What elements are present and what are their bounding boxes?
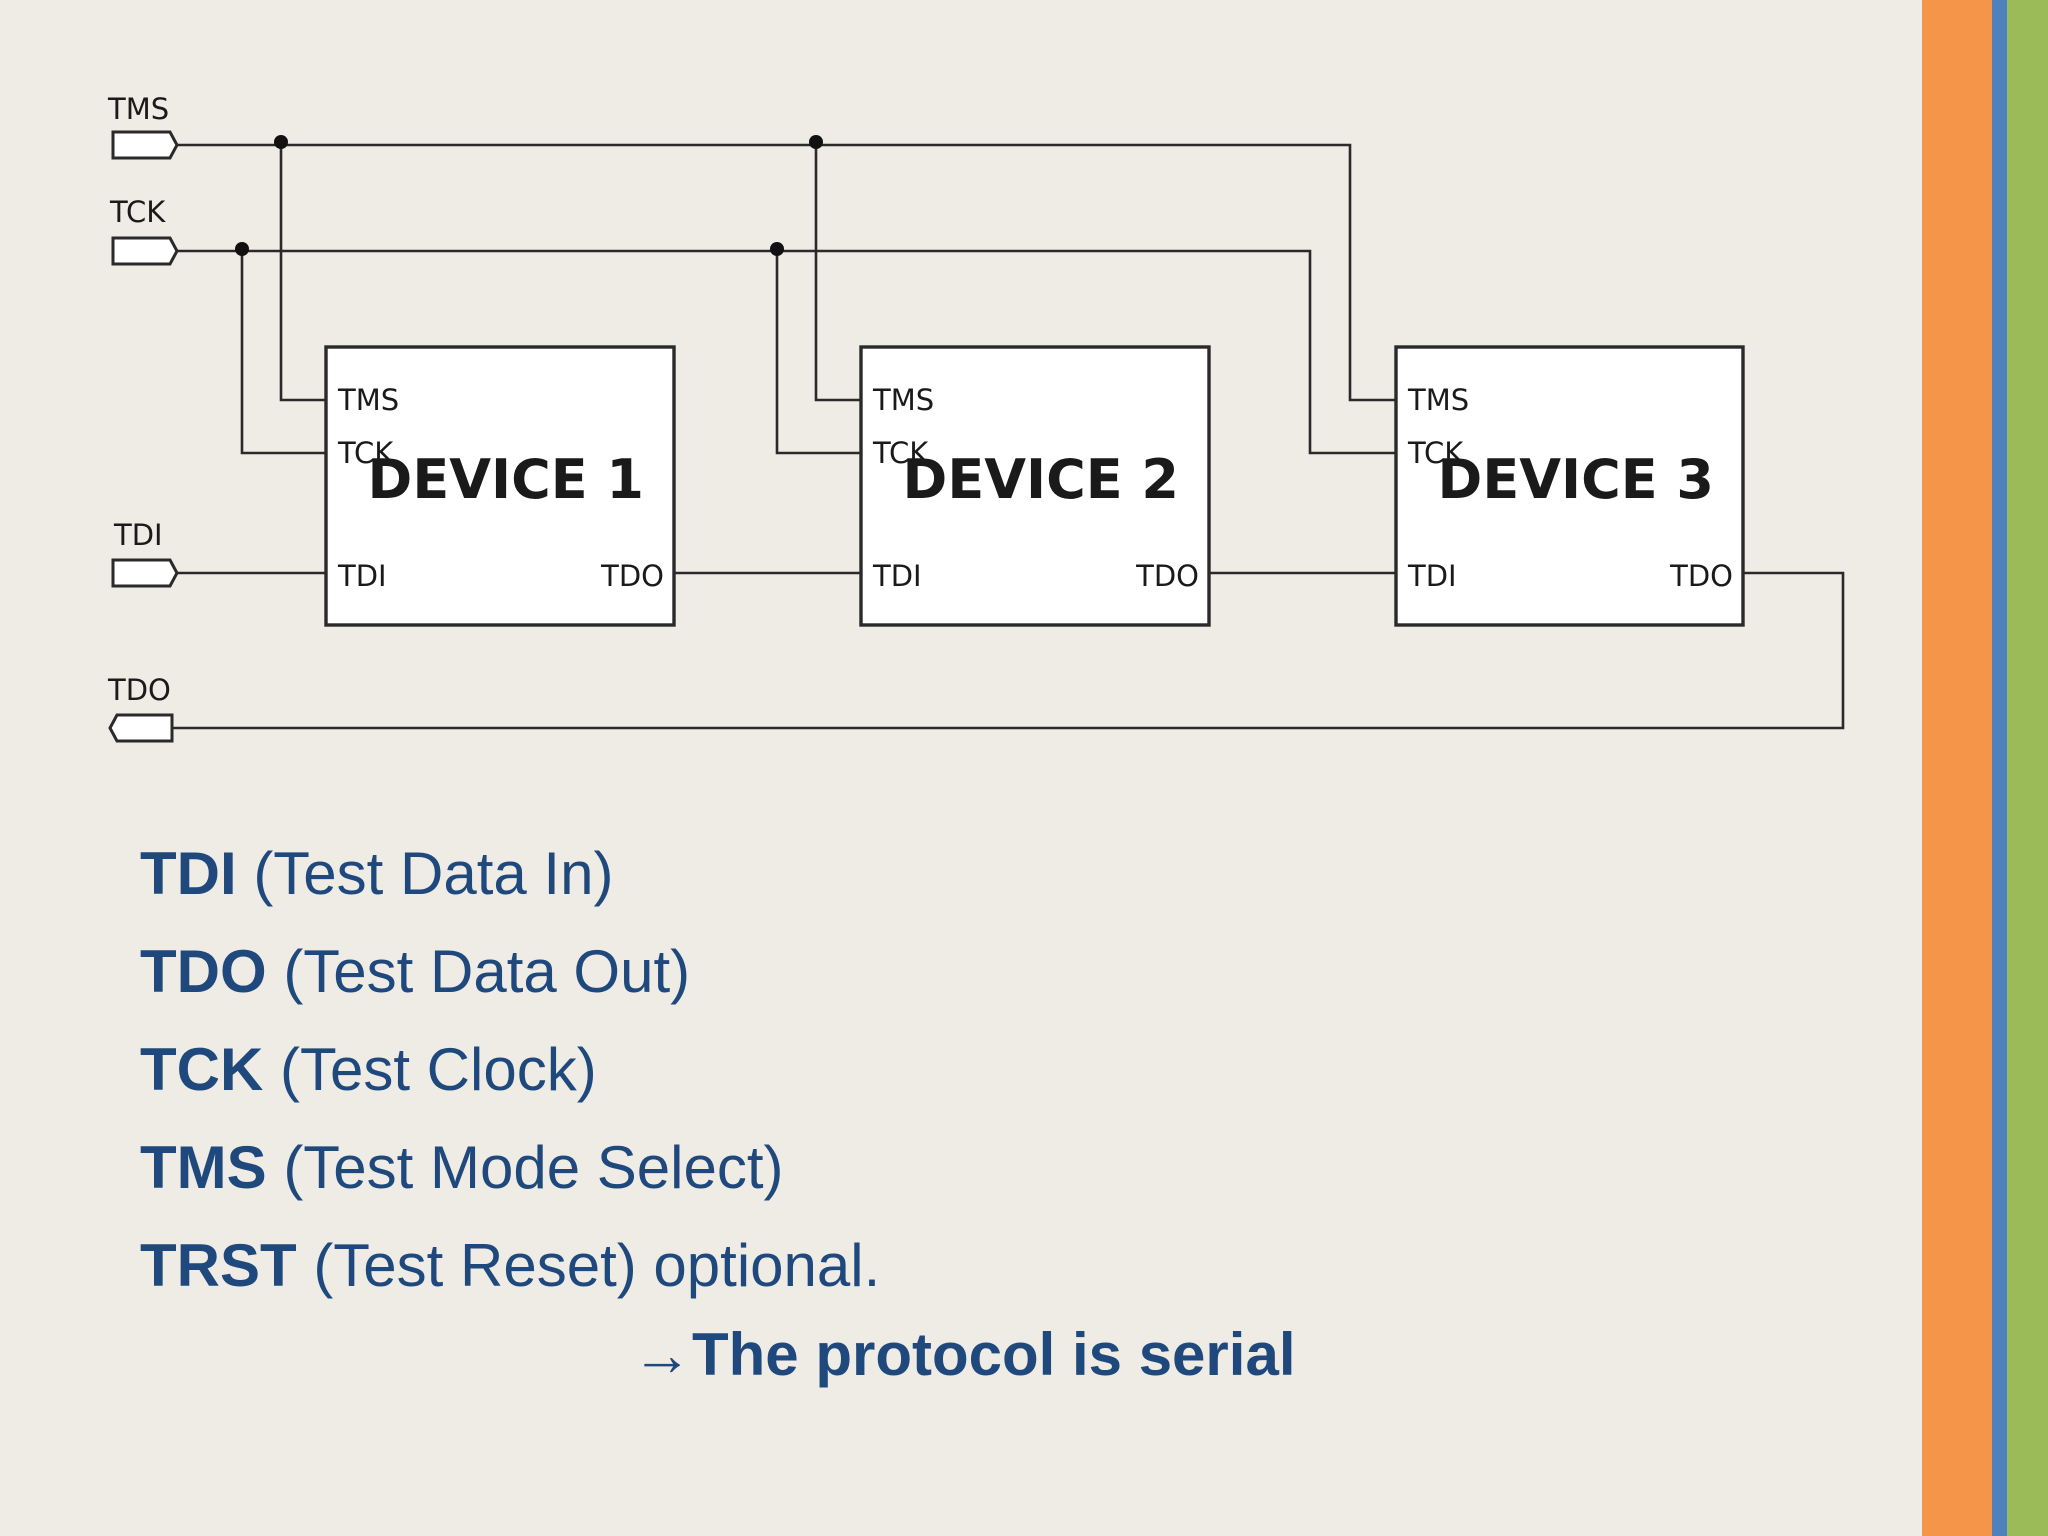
- arrow-icon: →: [632, 1321, 692, 1388]
- junction-dot-tms-1: [274, 135, 288, 149]
- device-2-block: TMS TCK TDI TDO DEVICE 2: [859, 345, 1211, 627]
- device-1-pin-tdi: TDI: [337, 559, 387, 593]
- device-3-pin-tdi: TDI: [1407, 559, 1457, 593]
- device-2-pin-tdi: TDI: [872, 559, 922, 593]
- legend-item-tdo: TDO (Test Data Out): [140, 926, 880, 1024]
- tms-wire-device-2: [814, 145, 862, 402]
- tms-bus-wire: [177, 143, 1398, 402]
- device-3-pin-tdo: TDO: [1669, 559, 1733, 593]
- device-2-pin-tms: TMS: [872, 383, 934, 417]
- device-3-box: [1394, 345, 1745, 627]
- port-connector-tdo: [108, 713, 174, 743]
- device-1-name: DEVICE 1: [368, 448, 645, 511]
- junction-dot-tms-2: [809, 135, 823, 149]
- port-connector-tms: [111, 130, 179, 160]
- legend-desc: (Test Data Out): [266, 938, 691, 1005]
- device-1-block: TMS TCK TDI TDO DEVICE 1: [324, 345, 676, 627]
- tck-wire-device-2: [775, 251, 862, 455]
- accent-stripe-orange: [1922, 0, 1992, 1536]
- device-1-box: [324, 345, 676, 627]
- device-3-name: DEVICE 3: [1438, 448, 1715, 511]
- device-3-pin-tck: TCK: [1407, 436, 1464, 470]
- device-1-pin-tdo: TDO: [600, 559, 664, 593]
- conclusion-text: The protocol is serial: [692, 1321, 1296, 1388]
- device-3-pin-tms: TMS: [1407, 383, 1469, 417]
- junction-dot-tck-2: [770, 242, 784, 256]
- tck-wire-device-1: [240, 251, 327, 455]
- device-2-pin-tdo: TDO: [1135, 559, 1199, 593]
- device-1-pin-tms: TMS: [337, 383, 399, 417]
- jtag-chain-diagram: TMS TCK TDI TDO TMS TCK TDI: [107, 92, 1845, 743]
- device-2-box: [859, 345, 1211, 627]
- tdo-return-wire: [172, 571, 1845, 730]
- tms-wire-device-1: [279, 145, 327, 402]
- legend-abbr: TMS: [140, 1134, 267, 1201]
- device-2-name: DEVICE 2: [903, 448, 1180, 511]
- legend-item-tdi: TDI (Test Data In): [140, 828, 880, 926]
- port-label-tdo: TDO: [107, 673, 171, 707]
- legend-abbr: TRST: [140, 1232, 297, 1299]
- legend-desc: (Test Data In): [236, 840, 614, 907]
- legend-item-tms: TMS (Test Mode Select): [140, 1122, 880, 1220]
- tck-bus-wire: [177, 249, 1398, 455]
- legend-item-tck: TCK (Test Clock): [140, 1024, 880, 1122]
- legend-abbr: TDI: [140, 840, 237, 907]
- port-label-tdi: TDI: [113, 518, 163, 552]
- legend-abbr: TCK: [140, 1036, 264, 1103]
- legend-desc: (Test Reset) optional.: [296, 1232, 881, 1299]
- port-label-tck: TCK: [109, 195, 166, 229]
- legend-abbr: TDO: [140, 938, 267, 1005]
- signal-legend: TDI (Test Data In) TDO (Test Data Out) T…: [140, 828, 880, 1318]
- conclusion-line: →The protocol is serial: [632, 1320, 1296, 1389]
- junction-dot-tck-1: [235, 242, 249, 256]
- accent-stripe-green: [2007, 0, 2048, 1536]
- accent-stripe-blue: [1992, 0, 2007, 1536]
- legend-desc: (Test Mode Select): [266, 1134, 784, 1201]
- legend-item-trst: TRST (Test Reset) optional.: [140, 1220, 880, 1318]
- port-connector-tck: [111, 236, 179, 266]
- device-2-pin-tck: TCK: [872, 436, 929, 470]
- device-3-block: TMS TCK TDI TDO DEVICE 3: [1394, 345, 1745, 627]
- port-label-tms: TMS: [107, 92, 169, 126]
- port-connector-tdi: [111, 558, 179, 588]
- device-1-pin-tck: TCK: [337, 436, 394, 470]
- legend-desc: (Test Clock): [263, 1036, 597, 1103]
